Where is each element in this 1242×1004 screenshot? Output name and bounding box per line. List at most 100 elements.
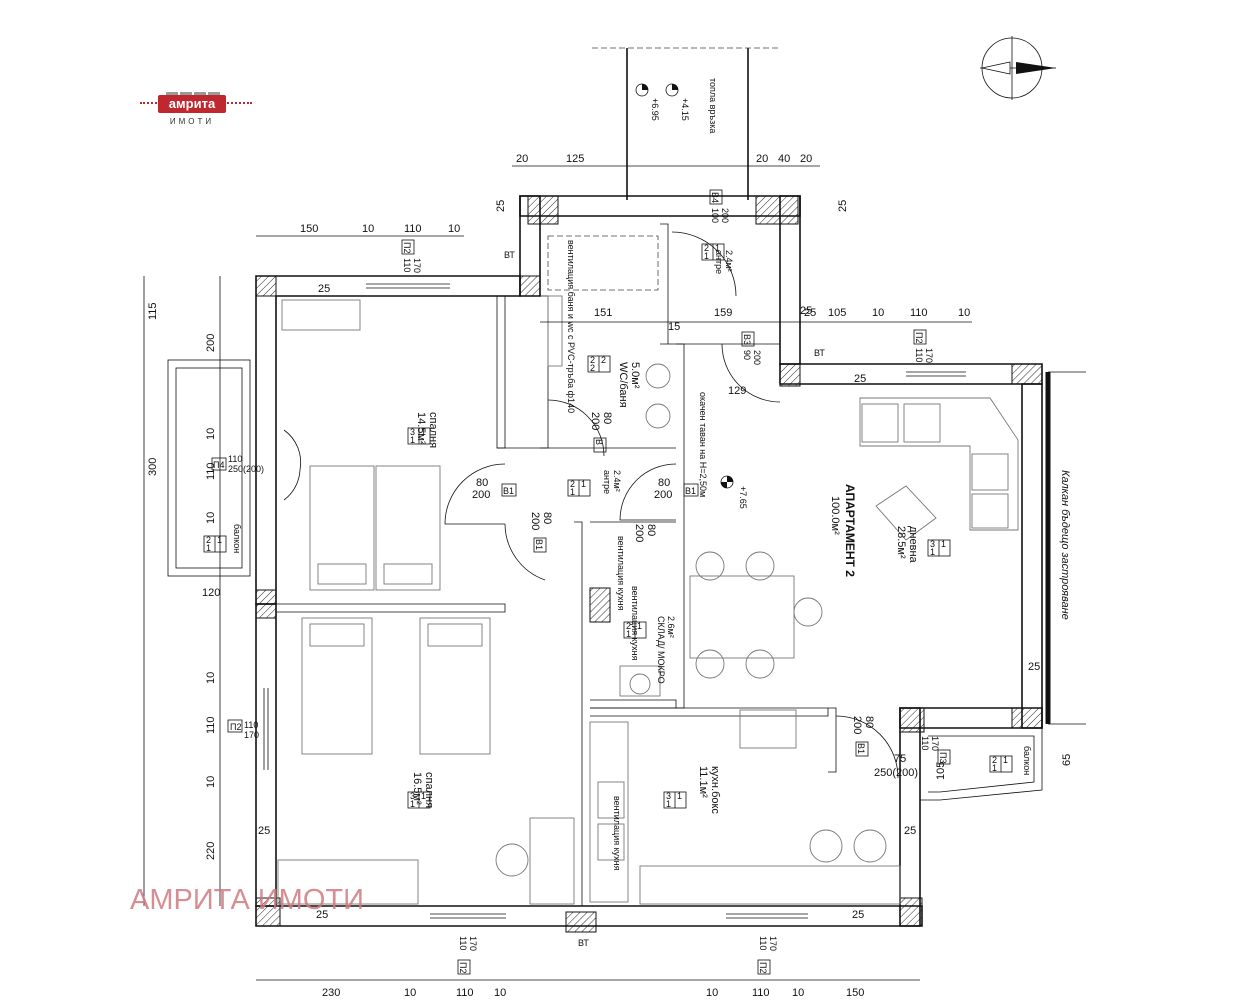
door-tag-p3: П3 110 170 xyxy=(920,736,951,765)
room-name-hall: антре xyxy=(602,470,612,494)
door-tag-b1: 80 200 В1 xyxy=(654,477,699,501)
room-name-balcony-right: балкон xyxy=(1022,746,1032,775)
door-height: 200 xyxy=(720,208,730,223)
door-width: 110 xyxy=(758,936,768,950)
dim-text: 129 xyxy=(728,385,746,397)
door-code: В1 xyxy=(856,743,866,754)
dim-text: 300 xyxy=(147,458,159,476)
dim-text: 20 xyxy=(756,153,768,165)
dim-text: 10 xyxy=(205,512,217,524)
dim-text: 10 xyxy=(706,987,718,999)
dim-text: 65 xyxy=(1061,754,1073,766)
apartment-area: 100.0м² xyxy=(829,496,841,535)
dim-text: 10 xyxy=(205,672,217,684)
finish-code: 1 xyxy=(421,791,426,801)
finish-code: 2 xyxy=(601,355,606,365)
kitchen-furniture xyxy=(589,665,901,905)
door-code: П2 xyxy=(914,332,924,343)
door-tag-p2-bottom-left: П2 110 170 xyxy=(457,936,478,975)
watermark-text: АМРИТА ИМОТИ xyxy=(130,884,364,916)
door-width: 100 xyxy=(710,208,720,223)
finish-code: 1 xyxy=(410,799,415,809)
right-balcony xyxy=(920,727,1043,801)
logo-badge: амрита xyxy=(158,95,226,113)
dim-text: 25 xyxy=(904,825,916,837)
dim-text: 25 xyxy=(852,909,864,921)
dimension-lines xyxy=(143,165,972,981)
door-width: 110 xyxy=(402,258,412,272)
level-up1: +4.15 xyxy=(680,98,690,121)
door-height: 200 xyxy=(472,489,490,501)
door-code: П2 xyxy=(402,242,412,253)
dim-text: 105 xyxy=(828,307,846,319)
finish-code: 3 xyxy=(410,427,415,437)
level-main: +7.65 xyxy=(738,486,748,509)
dim-text: 200 xyxy=(205,334,217,352)
dim-text: 25 xyxy=(318,283,330,295)
finish-tag: 2 2 2 xyxy=(587,355,611,373)
dim-text: 25 xyxy=(316,909,328,921)
door-height: 200 xyxy=(752,350,762,365)
room-area-bedroom-top: 14.5м² xyxy=(415,412,427,445)
dim-text: 25 xyxy=(258,825,270,837)
finish-code: 1 xyxy=(715,243,720,253)
door-code: В4 xyxy=(710,192,720,203)
ventilation-bath-note: вентилация баня и wc с PVC-тръба ф140 xyxy=(566,240,576,413)
room-name-kitchen: кухн.бокс xyxy=(709,766,721,814)
finish-code: 1 xyxy=(930,547,935,557)
door-height: 200 xyxy=(529,512,541,530)
dim-text: 105 xyxy=(935,762,947,780)
dim-text: 10 xyxy=(205,428,217,440)
door-height: 170 xyxy=(768,936,778,951)
finish-code: 1 xyxy=(1003,755,1008,765)
door-width: 110 xyxy=(244,720,258,730)
door-width: 90 xyxy=(742,350,752,360)
finish-code: 1 xyxy=(581,479,586,489)
door-code: П4 xyxy=(213,460,224,470)
dim-text: 10 xyxy=(205,776,217,788)
finish-code: 2 xyxy=(626,621,631,631)
finish-code: 2 xyxy=(570,479,575,489)
finish-code: 2 xyxy=(704,243,709,253)
door-width: 110 xyxy=(228,454,242,464)
finish-code: 3 xyxy=(666,791,671,801)
left-balcony xyxy=(167,359,251,577)
room-name-antre-top: антре xyxy=(714,250,724,274)
door-code: П3 xyxy=(938,752,948,763)
door-height: 250(200) xyxy=(228,464,264,474)
finish-tag: 3 1 1 xyxy=(663,791,687,809)
logo-brand-text: амрита xyxy=(168,96,216,111)
door-width: 80 xyxy=(658,477,670,489)
dim-text: 10 xyxy=(448,223,460,235)
dim-text: 230 xyxy=(322,987,340,999)
dim-text: 120 xyxy=(202,587,220,599)
finish-code: 1 xyxy=(626,629,631,639)
bed-furniture-bottom xyxy=(277,617,575,905)
room-name-balcony-left: балкон xyxy=(232,524,242,553)
dim-text: 25 xyxy=(1028,661,1040,673)
dim-text: 10 xyxy=(404,987,416,999)
door-width: 80 xyxy=(645,524,657,536)
dim-text: 25 xyxy=(804,307,816,319)
door-width: 110 xyxy=(920,736,930,750)
door-code: В xyxy=(594,439,604,445)
finish-code: 2 xyxy=(992,755,997,765)
dim-text: 20 xyxy=(800,153,812,165)
dim-text: 150 xyxy=(846,987,864,999)
warm-link-note: топла връзка xyxy=(708,78,718,133)
finish-code: 1 xyxy=(421,427,426,437)
neighbor-firewall xyxy=(1045,371,1086,725)
room-area-wc: 5.0м² xyxy=(629,362,641,389)
dim-text: 75 xyxy=(894,753,906,765)
finish-code: 2 xyxy=(590,363,595,373)
door-tag-p2-bottom-right: П2 110 170 xyxy=(757,936,778,975)
room-name-wc: WC/баня xyxy=(617,362,629,408)
door-tag-b1: 80 200 В1 xyxy=(472,477,517,501)
door-width: 80 xyxy=(601,412,613,424)
ventilation-kitchen-note: вентилация кухня xyxy=(616,536,626,611)
door-height: 170 xyxy=(244,730,259,740)
door-height: 200 xyxy=(633,524,645,542)
vt-label: ВТ xyxy=(814,348,825,358)
dim-text: 10 xyxy=(872,307,884,319)
